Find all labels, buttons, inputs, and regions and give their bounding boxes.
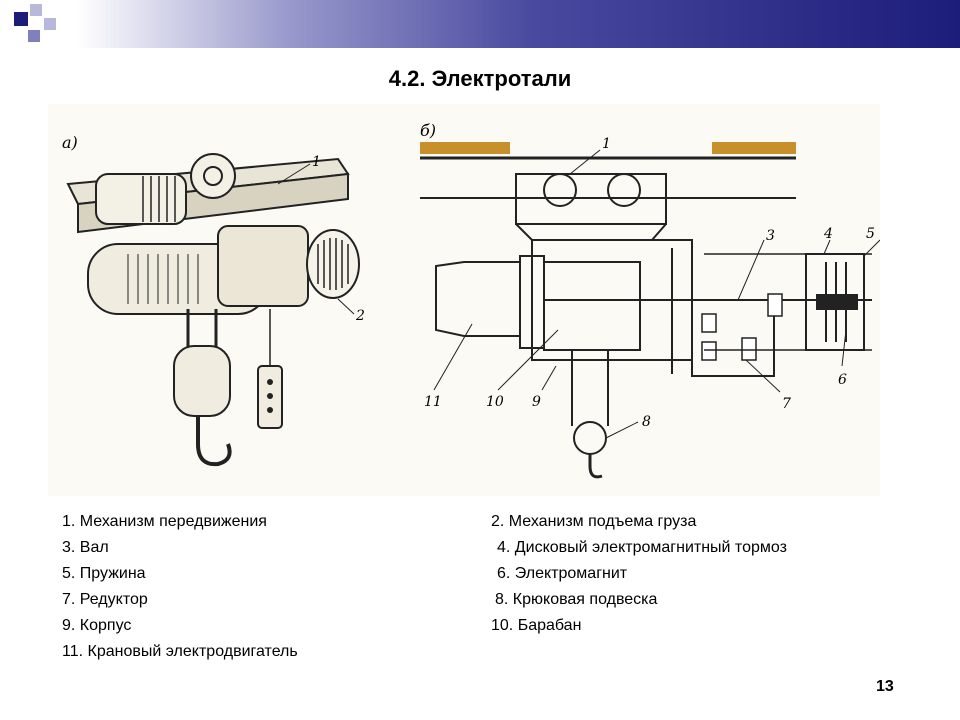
reducer-housing [691,299,775,377]
legend-item: 11. Крановый электродвигатель [62,643,298,660]
trolley-hanger [515,223,667,241]
electromagnet [816,294,858,310]
callout-line [433,323,473,391]
decor-square-dark [14,12,28,26]
callout-11: 11 [424,394,442,410]
callout-5: 5 [866,226,875,242]
legend-item: 7. Редуктор [62,591,148,608]
hook [588,454,603,479]
legend-item: 5. Пружина [62,565,146,582]
callout-10: 10 [486,394,504,410]
page-title: 4.2. Электротали [388,66,572,91]
pendant-buttons [267,379,273,413]
callout-9: 9 [532,394,541,410]
callout-2: 2 [355,308,365,324]
callout-line [497,329,559,391]
header-bar [0,0,960,48]
legend-item: 2. Механизм подъема груза [491,513,697,530]
rail-hatch-right [712,142,796,154]
callout-1: 1 [602,136,611,152]
hook [196,416,232,467]
trolley-frame [515,173,667,225]
hoist-schematic: б) [402,104,881,496]
trolley-wheel [607,173,641,207]
travel-wheel-hub [203,166,223,186]
callout-3: 3 [766,228,775,244]
callout-line [745,359,781,393]
callout-6: 6 [838,372,847,388]
callout-line [277,163,311,185]
callout-1: 1 [312,154,321,170]
callout-line [737,239,765,301]
decor-square-light [44,18,56,30]
legend-item: 3. Вал [62,539,109,556]
callout-line [337,298,355,315]
figure-a-label: a) [62,133,78,152]
legend-item: 10. Барабан [491,617,582,634]
hoist-motor-end [306,229,360,299]
callout-line [541,365,557,391]
callout-line [863,239,881,257]
callout-7: 7 [782,396,791,412]
travel-motor [95,173,187,225]
hook-block [173,345,231,417]
drum-rope-wraps [127,254,199,304]
drum [543,261,641,351]
trolley-wheel [543,173,577,207]
travel-wheel [190,153,236,199]
hoist-motor-grille [317,238,349,290]
reducer-gears [701,293,783,361]
legend-item: 6. Электромагнит [497,565,628,582]
callout-line [841,329,847,367]
hoist-drawing-svg: a) [62,133,365,467]
figure-b-label: б) [420,121,436,140]
legend-item: 1. Механизм передвижения [62,513,267,530]
decor-square-light [30,4,42,16]
hoist-perspective-drawing: a) [48,104,420,496]
page-number: 13 [876,678,894,695]
legend-item: 8. Крюковая подвеска [495,591,658,608]
callout-4: 4 [823,226,833,242]
decor-square-mid [28,30,40,42]
legend-item: 9. Корпус [62,617,132,634]
callout-8: 8 [642,414,651,430]
hoist-gearbox [217,225,309,307]
callout-line [823,239,831,255]
motor-flange [519,255,545,349]
rail-hatch-left [420,142,510,154]
callout-line [605,421,639,439]
schematic-svg: б) [420,121,881,479]
callout-line [569,149,601,175]
travel-motor-fins [142,176,176,222]
legend-item: 4. Дисковый электромагнитный тормоз [497,539,787,556]
crane-motor [435,261,521,337]
hook-pulley [573,421,607,455]
